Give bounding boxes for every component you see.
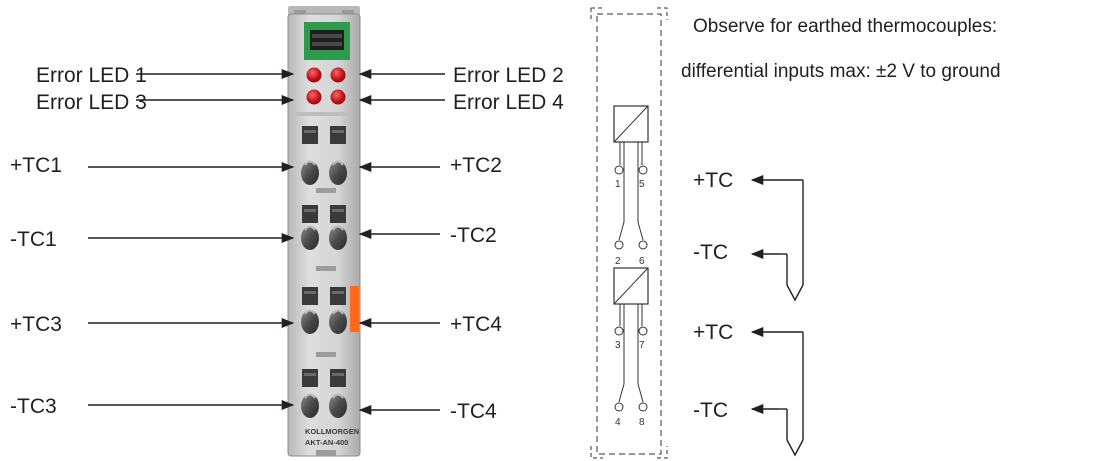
module-brand: KOLLMORGEN xyxy=(305,427,359,436)
label-error-led-1: Error LED 1 xyxy=(36,64,147,87)
error-led-2 xyxy=(330,67,346,83)
screw-terminal-tc1-neg xyxy=(301,226,319,250)
error-led-3 xyxy=(306,89,322,105)
label-tc4-pos: +TC4 xyxy=(450,313,502,336)
pin-label-5: 5 xyxy=(639,179,645,190)
pin-label-4: 4 xyxy=(615,417,621,428)
label-tc1-pos: +TC1 xyxy=(10,154,62,177)
module-body xyxy=(287,13,361,457)
screw-terminal-tc3-pos xyxy=(301,310,319,334)
screw-terminal-tc4-pos xyxy=(329,310,347,334)
tc-neg-label-a: -TC xyxy=(693,241,728,264)
terminal-block-3 xyxy=(301,286,359,334)
pin-label-7: 7 xyxy=(639,340,645,351)
schematic: 1 5 2 6 3 7 4 8 xyxy=(590,7,668,459)
thermocouple-junction-2 xyxy=(786,439,804,457)
label-error-led-3: Error LED 3 xyxy=(36,91,147,114)
thermocouple-2: +TC -TC xyxy=(693,321,804,457)
screw-terminal-tc4-neg xyxy=(329,394,347,418)
label-tc1-neg: -TC1 xyxy=(10,228,57,251)
terminal-block-2 xyxy=(301,205,347,250)
label-error-led-2: Error LED 2 xyxy=(453,64,564,87)
label-tc3-neg: -TC3 xyxy=(10,395,57,418)
pin-label-2: 2 xyxy=(615,256,621,267)
note-line-2: differential inputs max: ±2 V to ground xyxy=(681,61,1001,82)
label-error-led-4: Error LED 4 xyxy=(453,91,564,114)
tc-pos-label-b: +TC xyxy=(693,321,733,344)
label-tc2-neg: -TC2 xyxy=(450,224,497,247)
screw-terminal-tc3-neg xyxy=(301,394,319,418)
schematic-enclosure xyxy=(596,13,662,455)
pin-label-6: 6 xyxy=(639,256,645,267)
screw-terminal-tc2-pos xyxy=(329,161,347,185)
pin-label-8: 8 xyxy=(639,417,645,428)
terminal-block-4 xyxy=(301,369,347,418)
module-model: AKT-AN-400 xyxy=(305,438,348,447)
error-led-4 xyxy=(330,89,346,105)
note-line-1: Observe for earthed thermocouples: xyxy=(693,16,997,37)
terminal-module: KOLLMORGEN AKT-AN-400 xyxy=(287,6,361,457)
module-callouts: Error LED 1 Error LED 3 Error LED 2 Erro… xyxy=(10,64,564,423)
thermocouple-junction-1 xyxy=(786,284,804,302)
pin-label-3: 3 xyxy=(615,340,621,351)
converter-block-1: 1 5 2 6 xyxy=(613,105,649,267)
label-tc4-neg: -TC4 xyxy=(450,400,497,423)
error-led-1 xyxy=(306,67,322,83)
screw-terminal-tc1-pos xyxy=(301,161,319,185)
thermocouple-1: +TC -TC xyxy=(693,169,804,302)
label-tc3-pos: +TC3 xyxy=(10,313,62,336)
orange-marker xyxy=(350,286,359,332)
converter-block-2: 3 7 4 8 xyxy=(613,267,649,428)
label-tc2-pos: +TC2 xyxy=(450,154,502,177)
tc-pos-label-a: +TC xyxy=(693,169,733,192)
screw-terminal-tc2-neg xyxy=(329,226,347,250)
pin-label-1: 1 xyxy=(615,179,621,190)
tc-neg-label-b: -TC xyxy=(693,399,728,422)
terminal-block-1 xyxy=(301,126,347,185)
